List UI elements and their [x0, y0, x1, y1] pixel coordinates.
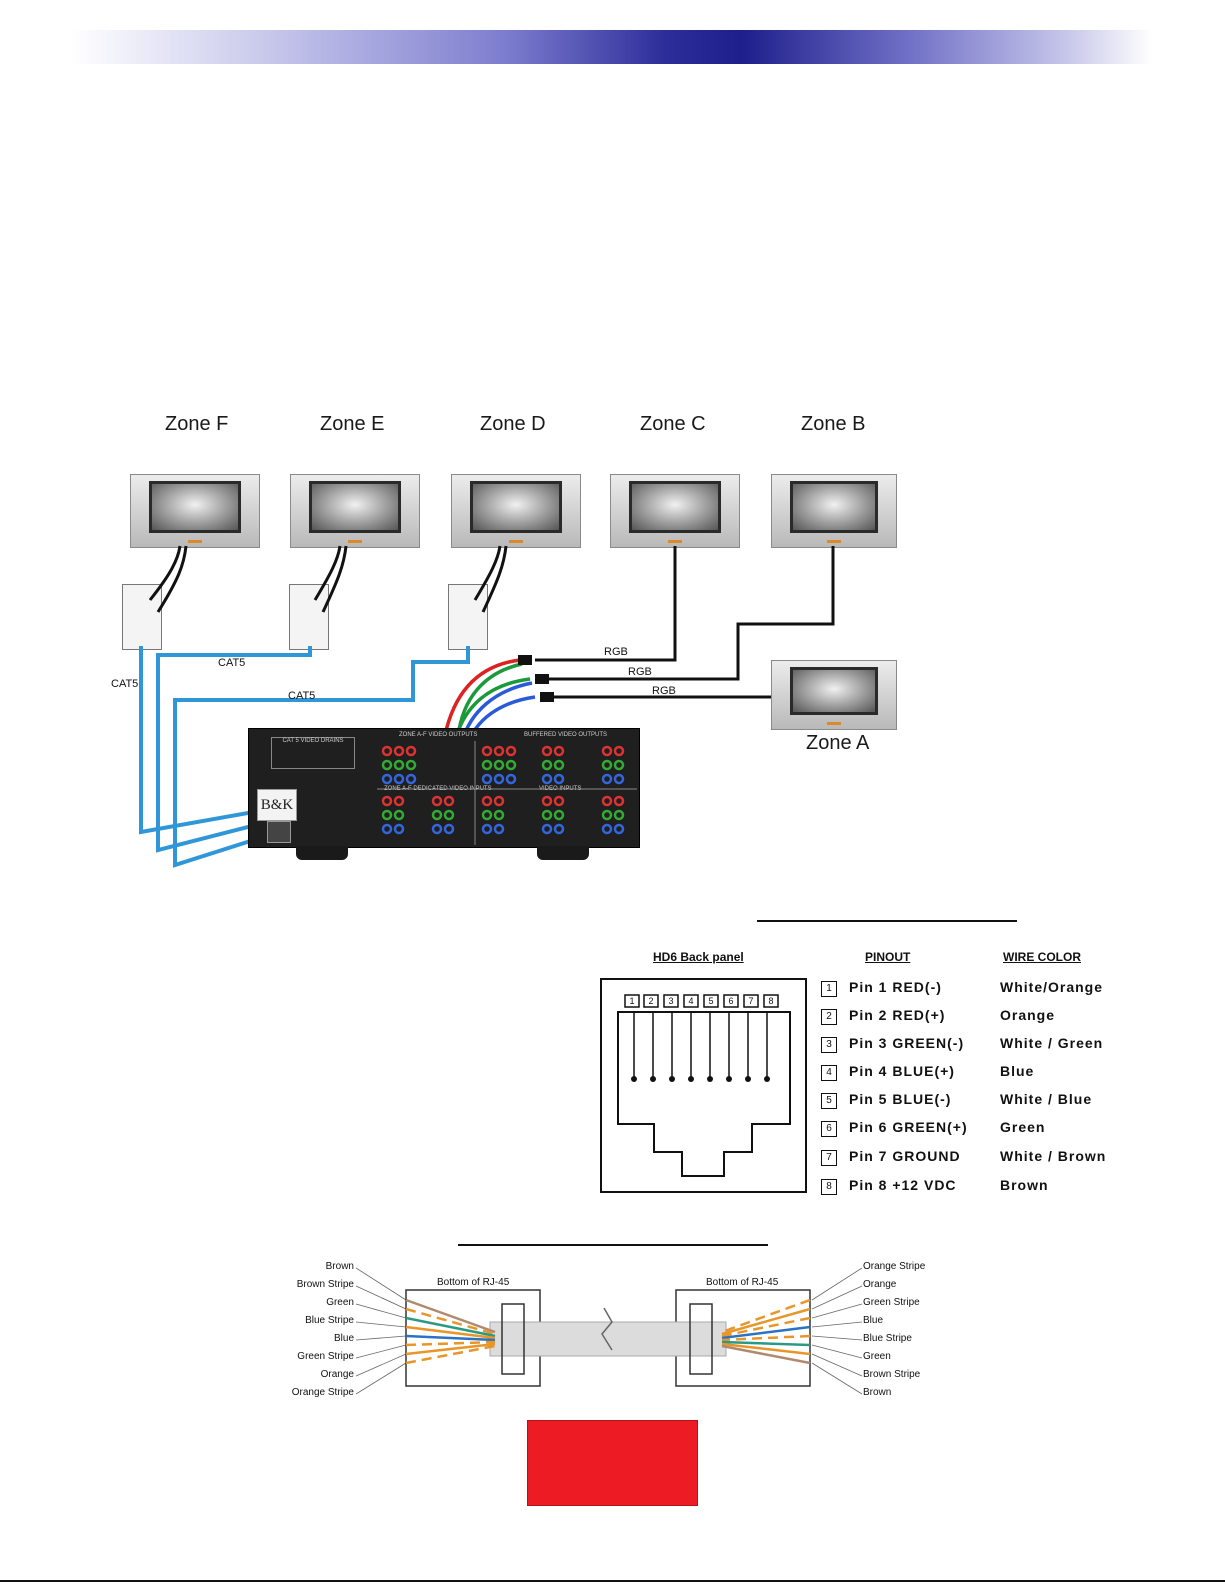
pin-label: Pin 6 GREEN(+) — [849, 1119, 968, 1135]
pin-number-box: 1 — [821, 981, 837, 997]
left-rj45-title: Bottom of RJ-45 — [437, 1277, 510, 1288]
pin-number-box: 2 — [821, 1009, 837, 1025]
right-wire-labels: Orange Stripe Orange Green Stripe Blue B… — [863, 1261, 953, 1405]
rgb-label-1: RGB — [604, 646, 628, 658]
tv-zone-a — [771, 660, 897, 730]
left-wire-label: Blue Stripe — [305, 1315, 354, 1326]
pin-number-box: 6 — [821, 1121, 837, 1137]
left-wire-label: Blue — [333, 1333, 354, 1344]
zone-b-label: Zone B — [801, 413, 866, 435]
header-bar — [72, 30, 1152, 64]
cat5-label-3: CAT5 — [288, 690, 316, 702]
pin-label: Pin 1 RED(-) — [849, 979, 942, 995]
pin-number-box: 8 — [821, 1179, 837, 1195]
tv-zone-d — [451, 474, 581, 548]
left-wire-label: Orange — [320, 1369, 354, 1380]
amp-foot-left — [296, 846, 348, 860]
pin-wire-color: Blue — [1000, 1063, 1035, 1079]
svg-text:5: 5 — [708, 996, 713, 1006]
left-wire-label: Orange Stripe — [291, 1387, 354, 1398]
svg-text:2: 2 — [648, 996, 653, 1006]
tv-zone-b — [771, 474, 897, 548]
right-rj45-title: Bottom of RJ-45 — [706, 1277, 779, 1288]
wire-color-heading: WIRE COLOR — [1003, 950, 1081, 964]
connector-jacks — [377, 741, 637, 845]
right-wire-label: Green Stripe — [863, 1297, 920, 1308]
amp-foot-right — [537, 846, 589, 860]
pin-number-box: 3 — [821, 1037, 837, 1053]
right-wire-label: Orange — [863, 1279, 897, 1290]
rgb-label-3: RGB — [652, 685, 676, 697]
pin-wire-color: White / Green — [1000, 1035, 1104, 1051]
zone-e-label: Zone E — [320, 413, 385, 435]
drains-title: CAT 5 VIDEO DRAINS — [282, 738, 344, 744]
pin-label: Pin 4 BLUE(+) — [849, 1063, 955, 1079]
right-wire-label: Brown Stripe — [863, 1369, 921, 1380]
hd6-panel-heading: HD6 Back panel — [653, 950, 744, 964]
zone-f-label: Zone F — [165, 413, 229, 435]
right-wire-label: Brown — [863, 1387, 892, 1398]
pin-label: Pin 7 GROUND — [849, 1148, 961, 1164]
tv-zone-f — [130, 474, 260, 548]
pin-number-box: 7 — [821, 1150, 837, 1166]
wall-plate-zone-e — [289, 584, 329, 650]
pin-wire-color: White/Orange — [1000, 979, 1104, 995]
right-wire-label: Green — [863, 1351, 891, 1362]
cat5-label-1: CAT5 — [111, 678, 139, 690]
pin-wire-color: Green — [1000, 1119, 1046, 1135]
cable-section-rule — [458, 1244, 768, 1246]
right-wire-label: Blue Stripe — [863, 1333, 912, 1344]
cat5-label-2: CAT5 — [218, 657, 246, 669]
pin-label: Pin 2 RED(+) — [849, 1007, 946, 1023]
buffered-title: BUFFERED VIDEO OUTPUTS — [524, 732, 608, 738]
tv-zone-c — [610, 474, 740, 548]
video-switcher-back-panel: CAT 5 VIDEO DRAINS ZONE A-F VIDEO OUTPUT… — [248, 728, 640, 848]
right-wire-label: Orange Stripe — [863, 1261, 926, 1272]
pin-wire-color: Brown — [1000, 1177, 1049, 1193]
pin-label: Pin 3 GREEN(-) — [849, 1035, 965, 1051]
zone-c-label: Zone C — [640, 413, 706, 435]
zone-d-label: Zone D — [480, 413, 546, 435]
left-wire-labels: Brown Brown Stripe Green Blue Stripe Blu… — [270, 1261, 354, 1405]
pin-wire-color: Orange — [1000, 1007, 1056, 1023]
red-warning-box — [527, 1420, 698, 1506]
left-wire-label: Green Stripe — [297, 1351, 354, 1362]
pin-wire-color: White / Brown — [1000, 1148, 1107, 1164]
crossover-cable-diagram — [355, 1267, 863, 1395]
pinout-section-rule — [757, 920, 1017, 922]
brand-logo: B&K — [257, 789, 297, 821]
drains-section: CAT 5 VIDEO DRAINS — [271, 737, 355, 769]
footer-rule — [0, 1580, 1225, 1582]
pin-label: Pin 5 BLUE(-) — [849, 1091, 952, 1107]
wall-plate-zone-d — [448, 584, 488, 650]
pin-number-box: 4 — [821, 1065, 837, 1081]
zone-a-label: Zone A — [806, 732, 870, 754]
tv-zone-e — [290, 474, 420, 548]
left-wire-label: Brown Stripe — [296, 1279, 354, 1290]
svg-text:7: 7 — [748, 996, 753, 1006]
svg-text:3: 3 — [668, 996, 673, 1006]
rj45-jack-diagram: 1 2 3 4 5 6 7 8 — [600, 978, 807, 1193]
left-wire-label: Green — [326, 1297, 354, 1308]
pinout-heading: PINOUT — [865, 950, 911, 964]
pin-label: Pin 8 +12 VDC — [849, 1177, 957, 1193]
svg-text:8: 8 — [768, 996, 773, 1006]
left-wire-label: Brown — [325, 1261, 354, 1272]
svg-text:4: 4 — [688, 996, 693, 1006]
svg-text:6: 6 — [728, 996, 733, 1006]
right-wire-label: Blue — [863, 1315, 884, 1326]
outputs-title: ZONE A-F VIDEO OUTPUTS — [399, 732, 478, 738]
rgb-label-2: RGB — [628, 666, 652, 678]
pin-number-box: 5 — [821, 1093, 837, 1109]
svg-text:1: 1 — [629, 996, 634, 1006]
pin-wire-color: White / Blue — [1000, 1091, 1093, 1107]
power-socket — [267, 821, 291, 843]
